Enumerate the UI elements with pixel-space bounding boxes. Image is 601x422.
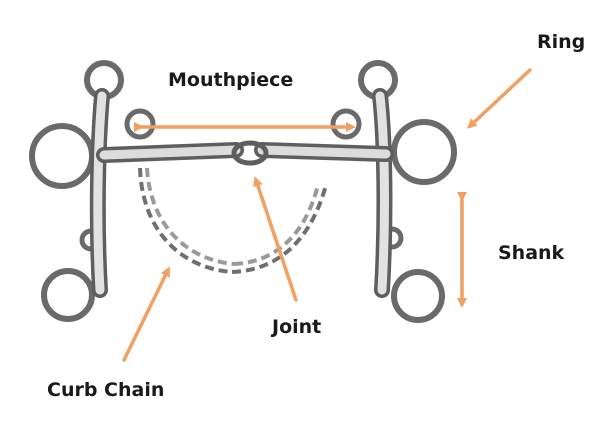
curb-chain-arrow bbox=[122, 266, 170, 362]
label-ring: Ring bbox=[537, 31, 586, 53]
label-shank: Shank bbox=[498, 242, 565, 264]
label-joint: Joint bbox=[272, 316, 322, 338]
left-cheek-piece bbox=[29, 60, 156, 322]
label-curb-chain: Curb Chain bbox=[47, 379, 165, 401]
ring-arrow bbox=[467, 68, 532, 129]
curb-chain bbox=[138, 167, 328, 274]
mouthpiece-bar bbox=[96, 140, 394, 166]
annotation-arrows bbox=[122, 68, 532, 362]
label-mouthpiece: Mouthpiece bbox=[168, 69, 294, 91]
joint-arrow bbox=[253, 176, 298, 302]
right-cheek-piece bbox=[330, 60, 457, 323]
